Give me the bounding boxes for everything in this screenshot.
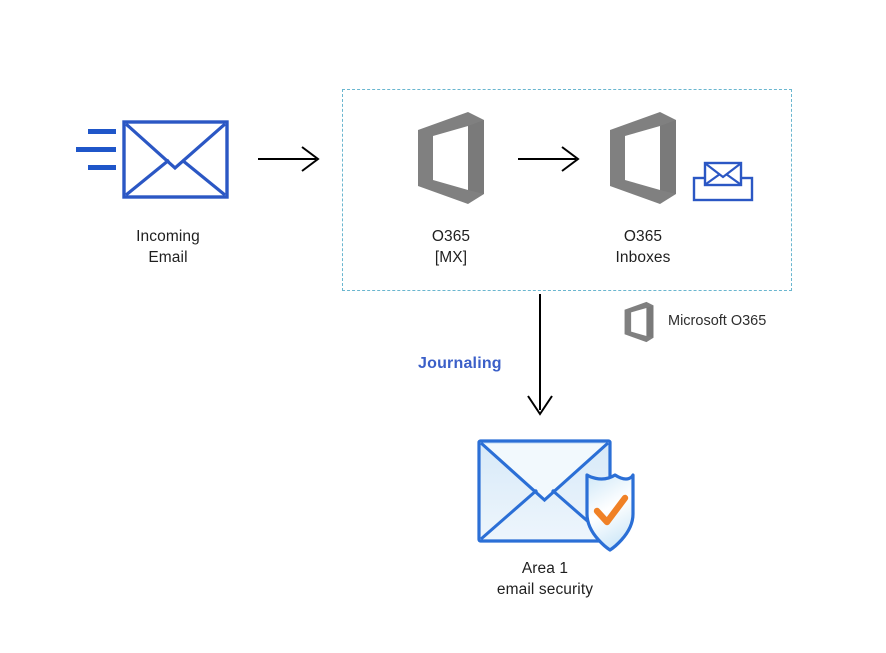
arrow-right-icon: [518, 146, 580, 172]
area1-check-icon: [593, 494, 629, 526]
area1-shield: [585, 473, 635, 552]
motion-line-middle: [76, 147, 116, 152]
o365-boundary-zone: [342, 89, 792, 291]
motion-line-top: [88, 129, 116, 134]
office-365-logo-icon: [624, 301, 654, 343]
inbox-tray-icon: [692, 161, 754, 202]
inbox-envelope-diagonal-right: [725, 173, 741, 185]
arrow-down-icon: [527, 294, 553, 416]
node-inbox-tray: [692, 160, 754, 204]
caption-incoming-email: Incoming Email: [136, 228, 200, 266]
inbox-envelope-diagonal-left: [705, 173, 721, 185]
node-area1-email-security: [470, 432, 635, 554]
office-logo-spine: [660, 120, 676, 194]
node-o365-mx: [406, 110, 496, 206]
office-logo-inner: [631, 308, 647, 336]
envelope-icon: [76, 120, 229, 199]
envelope-shield-check-icon: [477, 439, 635, 552]
legend-office-logo: [619, 301, 659, 343]
envelope-diagonal-left: [124, 158, 171, 197]
office-365-logo-icon: [418, 112, 484, 204]
node-o365-inboxes: [598, 110, 688, 206]
envelope-flap: [124, 122, 227, 171]
area1-envelope-flap-fill: [482, 444, 607, 499]
legend-label-microsoft-o365: Microsoft O365: [668, 313, 767, 329]
edge-incoming-to-mx: [258, 142, 324, 176]
office-365-logo-icon: [610, 112, 676, 204]
arrow-right-icon: [258, 146, 320, 172]
edge-label-journaling: Journaling: [418, 355, 502, 372]
edge-mx-to-inboxes: [518, 142, 584, 176]
arrow-head: [561, 146, 580, 172]
motion-line-bottom: [88, 165, 116, 170]
office-logo-spine: [468, 120, 484, 194]
area1-envelope-diagonal-left: [479, 488, 539, 541]
arrow-head: [527, 395, 553, 416]
node-incoming-email: [70, 112, 235, 212]
arrow-head: [301, 146, 320, 172]
caption-area1-email-security: Area 1 email security: [496, 560, 594, 598]
caption-o365-mx: O365 [MX]: [431, 228, 471, 266]
edge-journaling-arrow: [523, 294, 557, 420]
office-logo-spine: [646, 305, 654, 338]
office-logo-inner: [433, 126, 468, 190]
office-logo-inner: [625, 126, 660, 190]
area1-envelope-flap: [479, 441, 610, 503]
inbox-envelope-flap: [705, 163, 741, 179]
envelope-diagonal-right: [180, 158, 227, 197]
caption-o365-inboxes: O365 Inboxes: [615, 228, 671, 266]
